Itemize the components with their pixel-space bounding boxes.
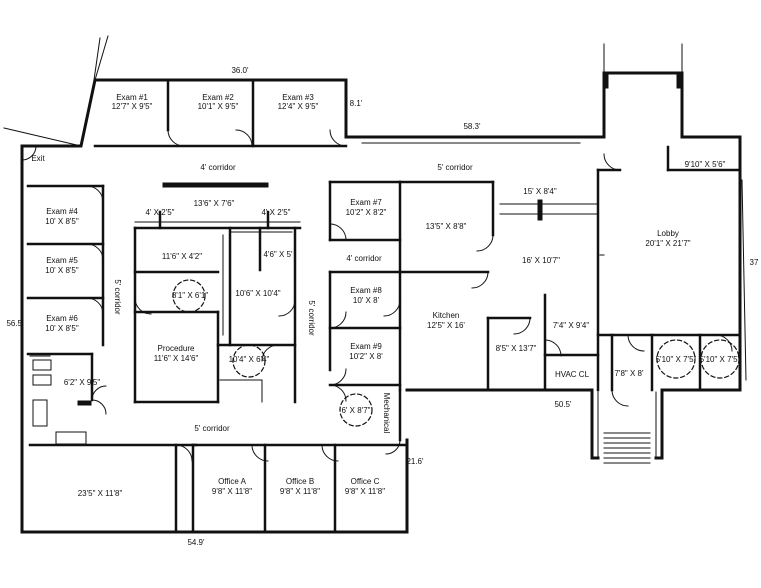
corridor-top-4: 4' corridor [200, 163, 236, 172]
size-bath-5-10-a: 5'10" X 7'5" [656, 355, 697, 364]
wall-details [29, 142, 747, 445]
interior-walls [26, 78, 742, 534]
exam-6-name: Exam #6 [46, 314, 78, 323]
mechanical-label: Mechanical [382, 393, 391, 434]
exam-6-size: 10' X 8'5" [45, 324, 79, 333]
office-c-size: 9'8" X 11'8" [345, 487, 385, 496]
size-room-13-5: 13'5" X 8'8" [426, 222, 467, 231]
dim-right-37: 37 [750, 258, 759, 267]
dim-top-36: 36.0' [231, 66, 249, 75]
size-room-23-5: 23'5" X 11'8" [78, 489, 123, 498]
office-a-name: Office A [218, 477, 247, 486]
size-room-6-2: 6'2" X 9'5" [64, 378, 100, 387]
size-room-9-10: 9'10" X 5'6" [685, 160, 726, 169]
corridor-left-5: 5' corridor [113, 279, 122, 315]
procedure-name: Procedure [158, 344, 195, 353]
stairs [597, 391, 657, 464]
size-room-15: 15' X 8'4" [523, 187, 557, 196]
size-top-center: 13'6" X 7'6" [194, 199, 235, 208]
kitchen-name: Kitchen [433, 311, 460, 320]
size-bath-8-1: 8'1" X 6'1" [172, 291, 208, 300]
size-room-8-5: 8'5" X 13'7" [496, 344, 537, 353]
exam-9-name: Exam #9 [350, 342, 382, 351]
corridor-mid-5: 5' corridor [307, 300, 316, 336]
exam-5-name: Exam #5 [46, 256, 78, 265]
kitchen-size: 12'5" X 16' [427, 321, 465, 330]
office-c-name: Office C [351, 477, 380, 486]
dim-right-21-6: 21.6' [406, 457, 424, 466]
size-room-11-6: 11'6" X 4'2" [162, 252, 202, 261]
size-room-10-6: 10'6" X 10'4" [235, 289, 280, 298]
size-room-7-4: 7'4" X 9'4" [553, 321, 589, 330]
exam-7-size: 10'2" X 8'2" [346, 208, 387, 217]
exam-9-size: 10'2" X 8' [349, 352, 383, 361]
door-swings [21, 129, 733, 462]
fixture-circles [172, 279, 740, 427]
dim-bottom-54-9: 54.9' [187, 538, 205, 547]
dim-top-58-3: 58.3' [463, 122, 481, 131]
size-bath-10-4: 10'4" X 6'4" [229, 355, 270, 364]
size-closet-right: 4' X 2'5" [261, 208, 290, 217]
exam-5-size: 10' X 8'5" [45, 266, 79, 275]
exterior-walls [20, 71, 742, 534]
size-bath-5-10-b: 5'10" X 7'5" [700, 355, 741, 364]
exam-4-size: 10' X 8'5" [45, 217, 79, 226]
corridor-labels: 4' corridor 5' corridor 4' corridor 5' c… [113, 163, 473, 433]
exam-1-name: Exam #1 [116, 93, 148, 102]
heavy-bars [77, 73, 682, 406]
size-closet-left: 4' X 2'5" [145, 208, 174, 217]
dimension-labels: 36.0' 8.1' 58.3' 56.5' 37 50.5' 21.6' 54… [6, 66, 759, 547]
size-room-4-6: 4'6" X 5' [263, 250, 292, 259]
office-b-name: Office B [286, 477, 314, 486]
size-room-7-8: 7'8" X 8' [614, 369, 643, 378]
exit-label: Exit [31, 154, 45, 163]
hvac-closet-label: HVAC CL [555, 370, 590, 379]
dim-left-56-5: 56.5' [6, 319, 24, 328]
lobby-size: 20'1" X 21'7" [645, 239, 690, 248]
size-bath-6: 6' X 8'7" [341, 406, 370, 415]
roof-lines [3, 35, 683, 147]
corridor-mid-4: 4' corridor [346, 254, 382, 263]
exam-4-name: Exam #4 [46, 207, 78, 216]
room-sizes: 13'6" X 7'6" 4' X 2'5" 4' X 2'5" 11'6" X… [64, 160, 741, 498]
dim-mid-50-5: 50.5' [554, 400, 572, 409]
dim-top-8-1: 8.1' [350, 99, 363, 108]
office-b-size: 9'8" X 11'8" [280, 487, 320, 496]
size-room-16: 16' X 10'7" [522, 256, 560, 265]
corridor-top-5: 5' corridor [437, 163, 473, 172]
corridor-bottom-5: 5' corridor [194, 424, 230, 433]
office-a-size: 9'8" X 11'8" [212, 487, 252, 496]
exam-2-size: 10'1" X 9'5" [198, 102, 239, 111]
exam-7-name: Exam #7 [350, 198, 382, 207]
exam-2-name: Exam #2 [202, 93, 234, 102]
procedure-size: 11'6" X 14'6" [154, 354, 199, 363]
lobby-name: Lobby [657, 229, 679, 238]
exam-1-size: 12'7" X 9'5" [112, 102, 153, 111]
exam-3-size: 12'4" X 9'5" [278, 102, 319, 111]
exam-8-name: Exam #8 [350, 286, 382, 295]
room-labels: Exam #1 12'7" X 9'5" Exam #2 10'1" X 9'5… [31, 93, 690, 496]
exam-3-name: Exam #3 [282, 93, 314, 102]
exam-8-size: 10' X 8' [353, 296, 380, 305]
